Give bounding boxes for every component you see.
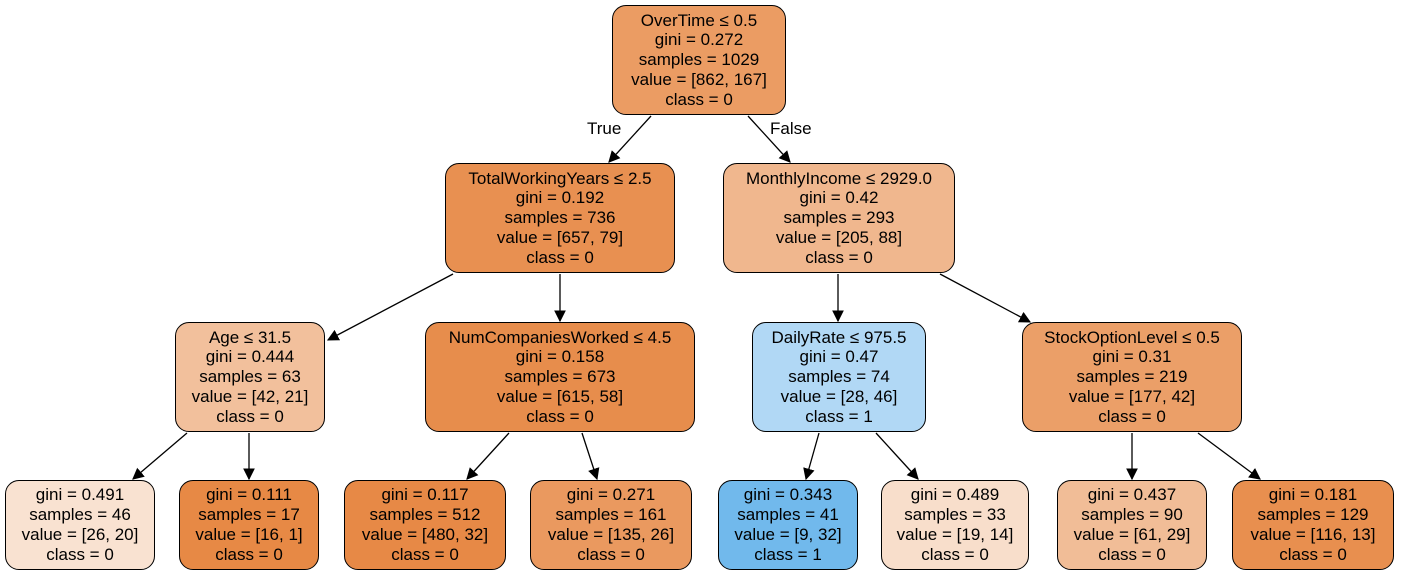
node-line: value = [26, 20] — [21, 525, 139, 544]
node-line: samples = 673 — [504, 367, 616, 387]
node-line: class = 0 — [46, 544, 114, 564]
node-line: value = [862, 167] — [631, 69, 767, 89]
node-line: class = 1 — [754, 544, 822, 564]
node-line: gini = 0.158 — [515, 347, 605, 367]
node-line: value = [28, 46] — [780, 386, 898, 406]
node-line: samples = 41 — [737, 505, 839, 525]
node-line: TotalWorkingYears ≤ 2.5 — [468, 168, 652, 188]
node-line: class = 0 — [1098, 544, 1166, 564]
node-line: samples = 512 — [369, 505, 481, 525]
node-line: class = 0 — [526, 406, 594, 426]
edge-label-false: False — [770, 119, 812, 138]
node-line: value = [9, 32] — [734, 525, 842, 544]
node-line: value = [16, 1] — [195, 525, 303, 544]
node-line: class = 0 — [665, 89, 733, 109]
edge-label-true: True — [587, 119, 622, 138]
node-line: value = [135, 26] — [547, 525, 675, 544]
node-line: gini = 0.117 — [381, 485, 469, 505]
node-line: class = 0 — [526, 247, 594, 267]
tree-edge-10 — [803, 432, 820, 481]
node-line: gini = 0.31 — [1092, 347, 1172, 367]
node-line: OverTime ≤ 0.5 — [640, 10, 758, 30]
tree-edge-6 — [132, 432, 188, 480]
node-line: value = [42, 21] — [191, 386, 309, 406]
node-line: samples = 1029 — [638, 50, 760, 70]
tree-edge-5 — [939, 273, 1032, 323]
node-line: value = [205, 88] — [775, 227, 903, 247]
node-line: class = 0 — [805, 247, 873, 267]
node-line: samples = 63 — [199, 367, 301, 387]
node-line: gini = 0.192 — [515, 188, 605, 208]
tree-edge-9 — [581, 432, 600, 481]
node-line: gini = 0.343 — [743, 485, 833, 505]
node-line: MonthlyIncome ≤ 2929.0 — [745, 168, 933, 188]
node-line: value = [177, 42] — [1068, 386, 1196, 406]
node-line: gini = 0.42 — [799, 188, 879, 208]
tree-edge-2 — [326, 273, 454, 341]
node-line: Age ≤ 31.5 — [208, 327, 292, 347]
node-line: samples = 74 — [788, 367, 890, 387]
tree-edge-13 — [1197, 432, 1261, 480]
node-line: DailyRate ≤ 975.5 — [771, 327, 907, 347]
tree-edge-8 — [466, 432, 510, 480]
node-line: samples = 46 — [29, 505, 131, 525]
node-line: gini = 0.272 — [654, 30, 744, 50]
node-line: value = [61, 29] — [1073, 525, 1191, 544]
node-line: samples = 161 — [555, 505, 667, 525]
node-line: gini = 0.111 — [206, 485, 292, 505]
node-line: NumCompaniesWorked ≤ 4.5 — [448, 327, 672, 347]
node-line: gini = 0.444 — [205, 347, 295, 367]
node-line: gini = 0.181 — [1268, 485, 1358, 505]
node-line: samples = 129 — [1257, 505, 1369, 525]
node-line: samples = 17 — [198, 505, 300, 525]
node-line: class = 0 — [216, 406, 284, 426]
node-line: value = [657, 79] — [496, 227, 624, 247]
node-line: class = 0 — [1279, 544, 1347, 564]
node-line: samples = 219 — [1076, 367, 1188, 387]
node-line: samples = 90 — [1081, 505, 1183, 525]
node-line: gini = 0.491 — [35, 485, 125, 505]
node-line: value = [615, 58] — [496, 386, 624, 406]
node-line: gini = 0.489 — [910, 485, 1000, 505]
node-line: samples = 736 — [504, 208, 616, 228]
node-line: value = [480, 32] — [361, 525, 489, 544]
tree-edge-0 — [608, 115, 652, 163]
node-line: class = 0 — [391, 544, 459, 564]
node-line: value = [116, 13] — [1250, 525, 1376, 544]
node-line: gini = 0.47 — [799, 347, 879, 367]
tree-edge-1 — [747, 115, 791, 163]
node-line: class = 1 — [805, 406, 873, 426]
node-line: class = 0 — [215, 544, 283, 564]
node-line: class = 0 — [1098, 406, 1166, 426]
node-line: gini = 0.437 — [1087, 485, 1177, 505]
node-line: samples = 293 — [783, 208, 895, 228]
node-line: gini = 0.271 — [566, 485, 656, 505]
node-line: samples = 33 — [904, 505, 1006, 525]
tree-edge-11 — [875, 432, 919, 480]
node-line: class = 0 — [577, 544, 645, 564]
node-line: value = [19, 14] — [896, 525, 1014, 544]
node-line: class = 0 — [921, 544, 989, 564]
node-line: StockOptionLevel ≤ 0.5 — [1044, 327, 1220, 347]
